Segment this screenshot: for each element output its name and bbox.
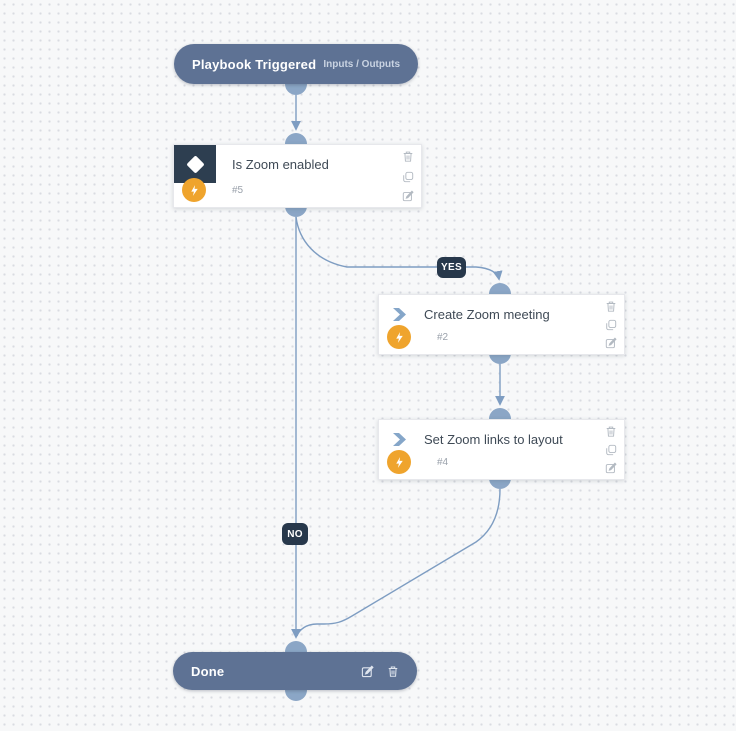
- inputs-outputs-link[interactable]: Inputs / Outputs: [323, 58, 400, 70]
- edit-task-button[interactable]: [402, 190, 414, 202]
- task-title: Is Zoom enabled: [232, 156, 329, 172]
- delete-done-button[interactable]: [387, 665, 399, 678]
- delete-task-button[interactable]: [402, 150, 414, 163]
- copy-task-button[interactable]: [605, 444, 617, 456]
- edge-set-to-done[interactable]: [296, 488, 501, 637]
- edit-task-button[interactable]: [605, 337, 617, 349]
- lightning-icon: [387, 325, 411, 349]
- copy-task-button[interactable]: [402, 171, 414, 183]
- node-done[interactable]: Done: [173, 652, 417, 690]
- branch-label-yes: YES: [437, 257, 466, 278]
- node-playbook-triggered[interactable]: Playbook Triggered Inputs / Outputs: [174, 44, 418, 84]
- node-is-zoom-enabled[interactable]: Is Zoom enabled #5: [173, 144, 422, 208]
- delete-task-button[interactable]: [605, 425, 617, 438]
- task-id: #2: [437, 332, 449, 343]
- trigger-title: Playbook Triggered: [192, 56, 317, 72]
- lightning-icon: [182, 178, 206, 202]
- condition-diamond-icon: [185, 154, 205, 174]
- edit-task-button[interactable]: [605, 462, 617, 474]
- chevron-task-icon: [391, 307, 408, 322]
- lightning-icon: [387, 450, 411, 474]
- edit-done-button[interactable]: [361, 665, 374, 678]
- copy-task-button[interactable]: [605, 319, 617, 331]
- node-create-zoom-meeting[interactable]: Create Zoom meeting #2: [378, 294, 625, 355]
- edge-condition-yes-to-create[interactable]: [295, 216, 503, 281]
- task-title: Create Zoom meeting: [424, 306, 550, 322]
- condition-type-block: [174, 145, 216, 183]
- branch-label-no: NO: [282, 523, 308, 545]
- done-title: Done: [191, 663, 225, 679]
- task-id: #5: [232, 185, 244, 196]
- task-id: #4: [437, 457, 449, 468]
- task-title: Set Zoom links to layout: [424, 431, 563, 447]
- node-set-zoom-links-to-layout[interactable]: Set Zoom links to layout #4: [378, 419, 625, 480]
- delete-task-button[interactable]: [605, 300, 617, 313]
- chevron-task-icon: [391, 432, 408, 447]
